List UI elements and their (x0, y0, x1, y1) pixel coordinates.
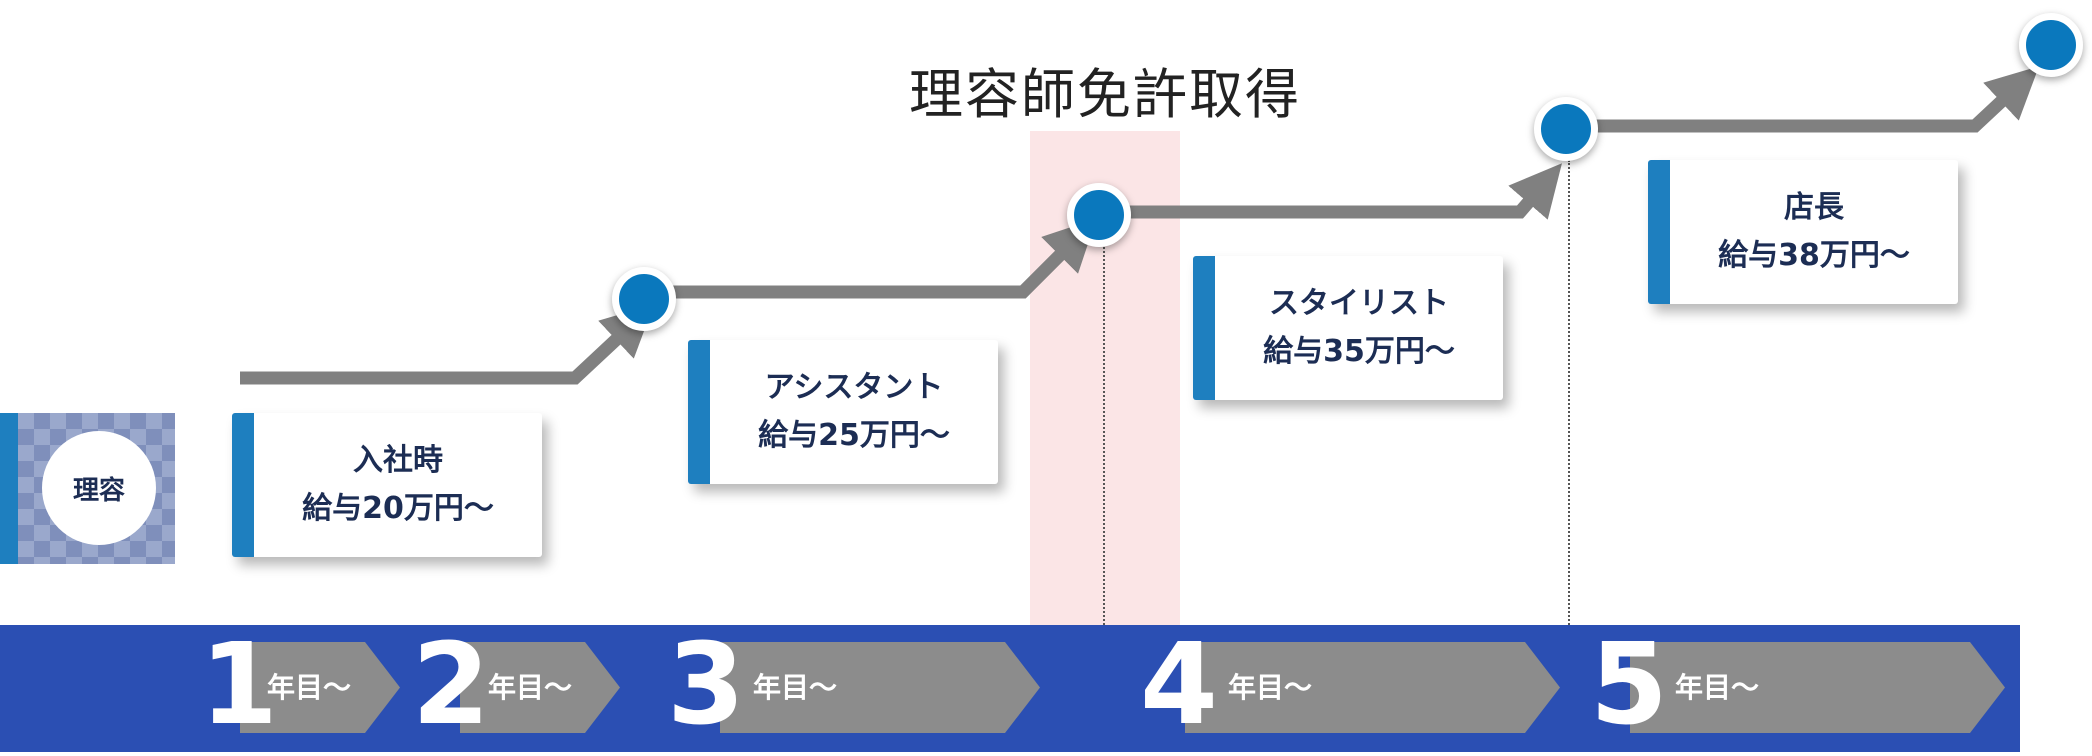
step-title: スタイリスト (1269, 286, 1449, 321)
step-salary: 給与38万円〜 (1718, 238, 1910, 273)
year-4-label: 年目〜 (1228, 671, 1313, 704)
step-title: アシスタント (764, 370, 944, 405)
year-1-chevron (240, 642, 400, 733)
year5-divider-line (1568, 160, 1570, 752)
year-1-number: 1 (200, 620, 278, 750)
year-1-label: 年目〜 (267, 671, 352, 704)
path-segment-3 (1096, 163, 1562, 220)
year-3-number: 3 (667, 620, 745, 750)
milestone-dot-1 (612, 267, 676, 331)
step-salary: 給与35万円〜 (1263, 334, 1455, 369)
step-card-entry: 入社時 給与20万円〜 (232, 413, 542, 557)
year-5-label: 年目〜 (1675, 671, 1760, 704)
license-milestone-title: 理容師免許取得 (909, 63, 1301, 126)
path-segment-1 (240, 304, 655, 385)
profession-badge: 理容 (0, 413, 175, 564)
year-3-chevron (720, 642, 1040, 733)
step-card-assistant: アシスタント 給与25万円〜 (688, 340, 998, 484)
year-5-chevron (1630, 642, 2005, 733)
step-title: 店長 (1784, 190, 1844, 225)
path-segment-4 (1565, 66, 2040, 133)
year-4-number: 4 (1140, 620, 1218, 750)
year-2-number: 2 (412, 620, 490, 750)
path-segment-2 (642, 218, 1097, 299)
step-title: 入社時 (353, 443, 443, 478)
step-card-manager: 店長 給与38万円〜 (1648, 160, 1958, 304)
step-salary: 給与20万円〜 (302, 491, 494, 526)
year-4-chevron (1185, 642, 1560, 733)
year-2-label: 年目〜 (488, 671, 573, 704)
year-3-label: 年目〜 (753, 671, 838, 704)
profession-badge-label: 理容 (42, 431, 156, 545)
step-card-stylist: スタイリスト 給与35万円〜 (1193, 256, 1503, 400)
milestone-dot-3 (1534, 97, 1598, 161)
year-2-chevron (460, 642, 620, 733)
milestone-dot-2 (1067, 183, 1131, 247)
year-5-number: 5 (1590, 620, 1668, 750)
license-divider-line (1103, 240, 1105, 625)
milestone-dot-4 (2019, 13, 2083, 77)
step-salary: 給与25万円〜 (758, 418, 950, 453)
